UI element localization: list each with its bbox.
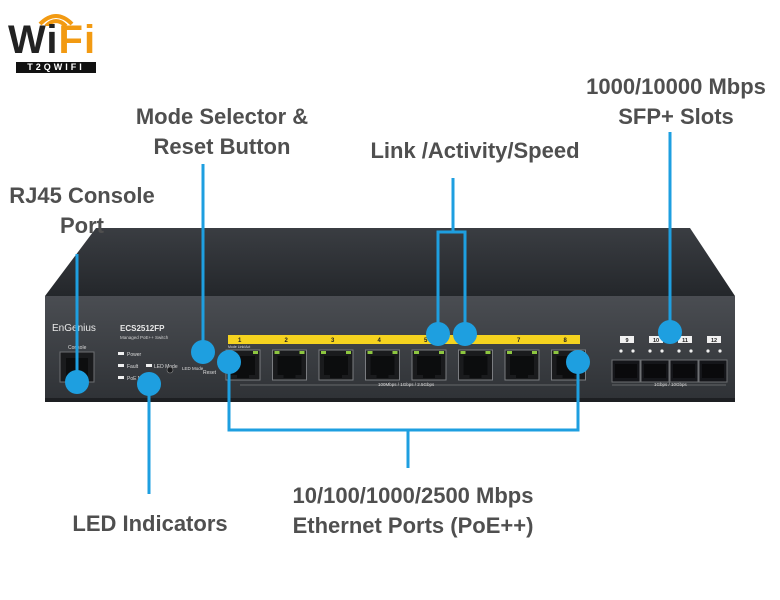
sfp-bar-note: 1Gbps / 10Gbps <box>654 382 688 387</box>
port-number-2: 2 <box>285 338 289 344</box>
brand-label: EnGenius <box>52 323 96 334</box>
callout-dot-console <box>65 370 89 394</box>
port-number-strip <box>228 335 580 344</box>
callout-dot-sfp <box>658 320 682 344</box>
ethernet-port-7[interactable] <box>504 349 540 381</box>
ethernet-port-6[interactable] <box>458 349 493 381</box>
sfp-slot-11[interactable] <box>669 359 699 383</box>
callout-dot-link2 <box>453 322 477 346</box>
reset-label: Reset <box>203 370 217 376</box>
logo-wordmark: WiFi <box>8 18 97 62</box>
wifi-logo: WiFi T2QWIFI <box>8 6 108 74</box>
sfp-slot-9[interactable] <box>611 359 641 383</box>
sfp-slots <box>611 359 728 383</box>
callout-lines <box>75 132 672 494</box>
mode-button-label: LED Mode <box>182 366 204 371</box>
callout-dots <box>65 320 682 396</box>
sfp-number-11: 11 <box>682 338 688 344</box>
sfp-number-9: 9 <box>625 338 628 344</box>
callout-dot-led <box>137 372 161 396</box>
label-mode-selector: Mode Selector &Reset Button <box>135 104 309 159</box>
callout-dot-port8 <box>566 350 590 374</box>
ethernet-port-3[interactable] <box>318 349 354 381</box>
ethernet-port-5[interactable] <box>411 349 447 381</box>
port-number-1: 1 <box>238 338 242 344</box>
sfp-slot-12[interactable] <box>698 359 728 383</box>
ethernet-port-4[interactable] <box>365 349 400 381</box>
logo-tagline: T2QWIFI <box>16 62 96 73</box>
port-number-3: 3 <box>331 338 335 344</box>
sfp-number-10: 10 <box>653 338 659 344</box>
callout-dot-port1 <box>217 350 241 374</box>
label-link-activity: Link /Activity/Speed <box>370 138 580 163</box>
wifi-signal-icon <box>38 14 74 26</box>
ethernet-port-2[interactable] <box>272 349 307 381</box>
led-poe-max-label: PoE Max <box>127 376 148 382</box>
led-fault-label: Fault <box>127 364 139 370</box>
port-bar-note: 100Mbps / 1Gbps / 2.5Gbps <box>378 382 435 387</box>
port-number-7: 7 <box>517 338 521 344</box>
chassis-top <box>45 228 735 296</box>
callout-dot-link1 <box>426 322 450 346</box>
sfp-number-12: 12 <box>711 338 717 344</box>
callout-dot-mode <box>191 340 215 364</box>
sfp-slot-10[interactable] <box>640 359 670 383</box>
port-number-4: 4 <box>378 338 382 344</box>
port-number-8: 8 <box>564 338 568 344</box>
sfp-labels: 9 10 11 12 <box>619 336 722 353</box>
port1-sublabel: Mode Link/Act <box>228 345 250 349</box>
label-led-indicators: LED Indicators <box>72 511 228 536</box>
model-sub-label: Managed PoE++ Switch <box>120 335 169 340</box>
led-power-label: Power <box>127 352 142 358</box>
port-number-5: 5 <box>424 338 428 344</box>
model-label: ECS2512FP <box>120 324 165 333</box>
led-mode-label: LED Mode <box>154 364 178 370</box>
